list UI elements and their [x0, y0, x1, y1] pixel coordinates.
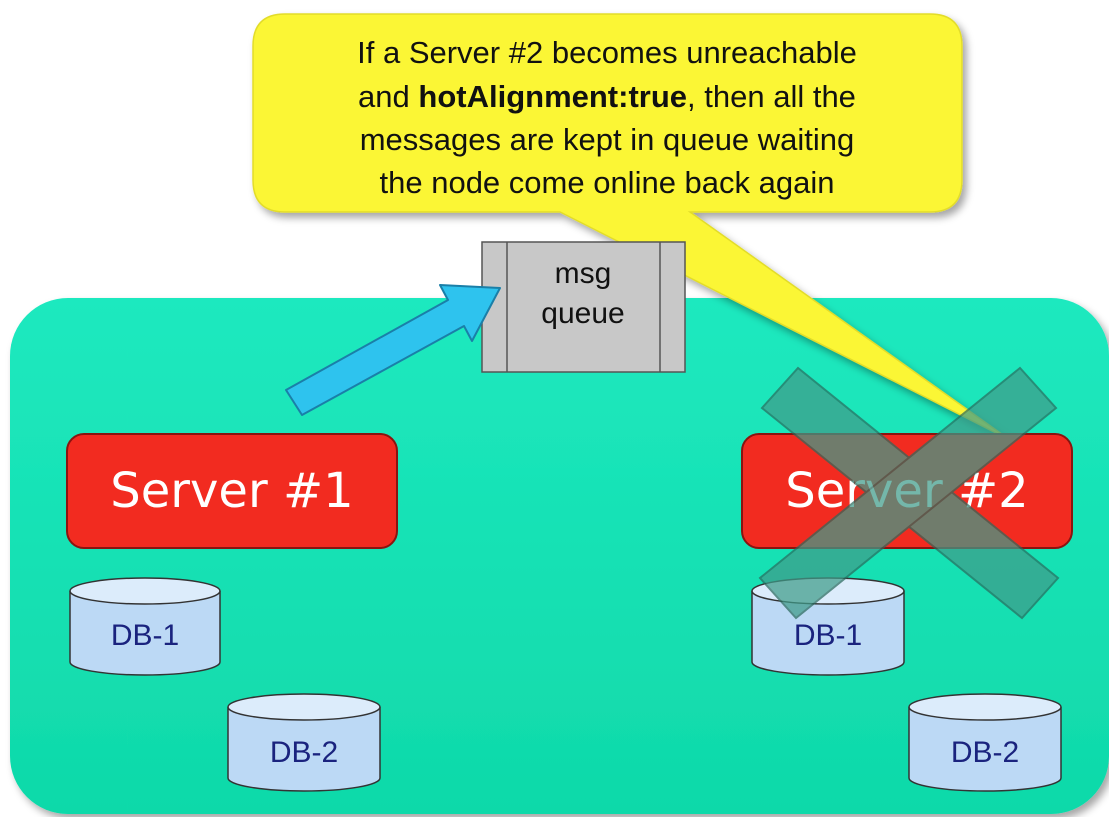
server-1-db-1-label: DB-1	[111, 619, 179, 652]
arrow-to-queue	[285, 284, 501, 416]
unreachable-cross-icon	[758, 366, 1060, 620]
server-2-db-2	[908, 693, 1062, 792]
server-1-db-1	[69, 577, 221, 676]
server-1-box	[66, 433, 398, 549]
queue-label-line-1: msg	[555, 257, 612, 290]
queue-label-line-2: queue	[541, 297, 624, 330]
callout-line-2-post: , then all the	[687, 79, 856, 114]
server-2-db-2-label: DB-2	[951, 736, 1019, 769]
callout-line-4: the node come online back again	[380, 165, 835, 200]
callout-hot-alignment: hotAlignment:true	[418, 79, 687, 114]
callout-line-2-pre: and	[358, 79, 418, 114]
callout-bubble	[252, 13, 1011, 441]
server-1-label: Server #1	[110, 463, 353, 519]
callout-line-2: and hotAlignment:true, then all the	[358, 79, 856, 114]
server-1-db-2-label: DB-2	[270, 736, 338, 769]
msg-queue	[481, 241, 686, 373]
server-2-db-1-label: DB-1	[794, 619, 862, 652]
callout-line-3: messages are kept in queue waiting	[360, 122, 855, 157]
callout-line-1: If a Server #2 becomes unreachable	[357, 35, 857, 70]
server-1-db-2	[227, 693, 381, 792]
